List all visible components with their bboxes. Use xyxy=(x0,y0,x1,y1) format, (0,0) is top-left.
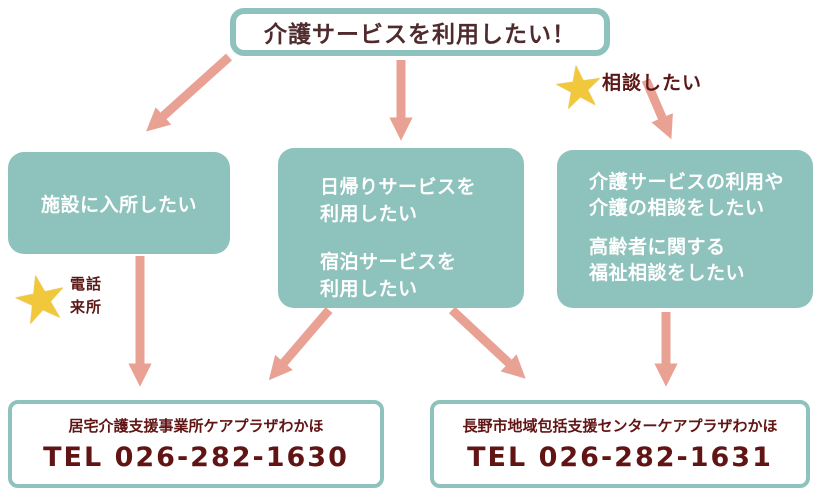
facility-admission-box: 施設に入所したい xyxy=(8,152,230,254)
contact-card-home-care-office: 居宅介護支援事業所ケアプラザわかほ TEL 026-282-1630 xyxy=(8,400,384,488)
facility-admission-label: 施設に入所したい xyxy=(40,193,197,216)
arrow-dayservice-to-contact-left xyxy=(268,307,333,381)
care-consultation-label: 介護サービスの利用や 介護の相談をしたい xyxy=(589,171,785,219)
star-icon: ★ xyxy=(4,257,77,343)
consult-annotation: 相談したい xyxy=(602,72,703,94)
title-box: 介護サービスを利用したい！ xyxy=(230,8,610,56)
contact-phone: TEL 026-282-1631 xyxy=(467,442,773,473)
phone-visit-annotation: 電話 来所 xyxy=(70,275,103,317)
arrow-dayservice-to-contact-right xyxy=(448,306,526,379)
day-service-label: 日帰りサービスを 利用したい xyxy=(320,176,477,225)
day-overnight-service-box: 日帰りサービスを 利用したい 宿泊サービスを 利用したい xyxy=(278,148,524,308)
contact-name: 長野市地域包括支援センターケアプラザわかほ xyxy=(462,417,778,435)
welfare-consultation-label: 高齢者に関する 福祉相談をしたい xyxy=(589,236,746,284)
overnight-service-label: 宿泊サービスを 利用したい xyxy=(320,251,457,300)
consultation-box: 介護サービスの利用や 介護の相談をしたい 高齢者に関する 福祉相談をしたい xyxy=(557,150,813,308)
contact-name: 居宅介護支援事業所ケアプラザわかほ xyxy=(68,417,324,435)
contact-phone: TEL 026-282-1630 xyxy=(43,442,349,473)
contact-card-support-center: 長野市地域包括支援センターケアプラザわかほ TEL 026-282-1631 xyxy=(430,400,810,488)
star-icon: ★ xyxy=(548,49,610,125)
arrow-title-to-facility xyxy=(146,53,233,132)
page-title: 介護サービスを利用したい！ xyxy=(264,22,576,48)
